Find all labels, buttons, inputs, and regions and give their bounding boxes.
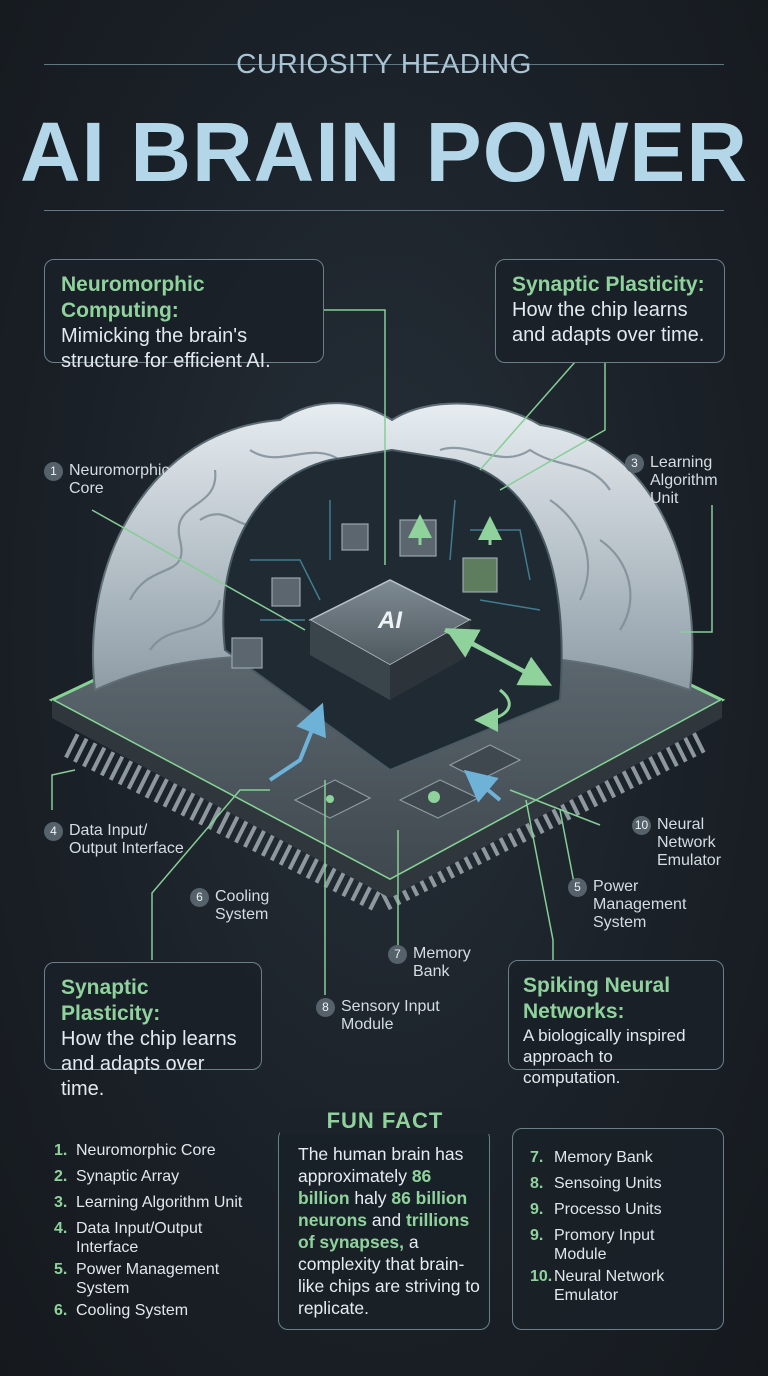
label-text: Cooling System: [215, 888, 270, 923]
list-item: 6.Cooling System: [54, 1302, 189, 1319]
page-title: AI BRAIN POWER: [20, 105, 748, 199]
title-rule: [44, 210, 724, 211]
list-item: 2.Synaptic Array: [54, 1168, 180, 1185]
label-text: Power Management System: [593, 878, 687, 931]
fun-fact-title: FUN FACT: [280, 1108, 490, 1134]
callout-text: A biologically inspired approach to comp…: [523, 1026, 686, 1087]
fun-fact-highlight: 86 billion: [298, 1166, 432, 1208]
list-item: 9.Processo Units: [530, 1201, 662, 1218]
label-text: Neural Network Emulator: [657, 816, 722, 869]
fun-fact-highlight: 86 billion neurons: [298, 1188, 468, 1230]
callout-neuromorphic-computing: Neuromorphic Computing: Mimicking the br…: [44, 259, 324, 372]
subheading: CURIOSITY HEADING: [236, 48, 532, 79]
fun-fact-highlight: trillions of synapses,: [298, 1210, 470, 1252]
callout-heading: Synaptic Plasticity:: [512, 273, 705, 296]
callout-spiking-neural-networks: Spiking Neural Networks: A biologically …: [508, 960, 724, 1087]
label-number: 5: [568, 878, 587, 897]
label-neural-network-emulator: 10 Neural Network Emulator: [632, 816, 727, 870]
label-learning-algorithm-unit: 3 Learning Algorithm Unit: [625, 454, 728, 508]
callout-synaptic-plasticity-top: Synaptic Plasticity: How the chip learns…: [495, 259, 725, 363]
list-item: 9.Promory Input Module: [530, 1227, 655, 1263]
callout-heading: Spiking Neural Networks:: [523, 974, 671, 1023]
list-item: 3.Learning Algorithm Unit: [54, 1194, 243, 1211]
component-list-right: 7.Memory Bank 8.Sensoing Units 9.Process…: [530, 1148, 716, 1312]
label-text: Sensory Input Module: [341, 998, 440, 1033]
callout-heading: Synaptic Plasticity:: [61, 976, 161, 1025]
label-number: 4: [44, 822, 63, 841]
list-item: 1.Neuromorphic Core: [54, 1142, 216, 1159]
list-item: 10.Neural Network Emulator: [530, 1268, 665, 1304]
component-list-left: 1.Neuromorphic Core 2.Synaptic Array 3.L…: [54, 1141, 264, 1327]
callout-text: How the chip learns and adapts over time…: [512, 299, 705, 346]
label-number: 6: [190, 888, 209, 907]
label-data-io-interface: 4 Data Input/ Output Interface: [44, 822, 199, 858]
list-item: 4.Data Input/Output Interface: [54, 1220, 203, 1256]
list-item: 7.Memory Bank: [530, 1149, 653, 1166]
label-text: Memory Bank: [413, 945, 471, 980]
label-text: Learning Algorithm Unit: [650, 454, 718, 507]
callout-text: How the chip learns and adapts over time…: [61, 1028, 237, 1100]
callout-text: Mimicking the brain's structure for effi…: [61, 325, 271, 372]
label-number: 8: [316, 998, 335, 1017]
fun-fact-text: The human brain has approximately 86 bil…: [298, 1144, 480, 1318]
callout-synaptic-plasticity-bottom: Synaptic Plasticity: How the chip learns…: [44, 962, 262, 1100]
label-neuromorphic-core: 1 Neuromorphic Core: [44, 462, 179, 498]
label-cooling-system: 6 Cooling System: [190, 888, 275, 924]
label-number: 10: [632, 816, 651, 835]
chip-label: AI: [377, 607, 403, 634]
label-sensory-input-module: 8 Sensory Input Module: [316, 998, 451, 1034]
label-memory-bank: 7 Memory Bank: [388, 945, 479, 981]
component-list-right-panel: [512, 1128, 724, 1330]
callout-heading: Neuromorphic Computing:: [61, 273, 205, 322]
list-item: 5.Power Management System: [54, 1261, 220, 1297]
fun-fact-panel: [278, 1128, 490, 1330]
label-power-management-system: 5 Power Management System: [568, 878, 693, 932]
label-text: Neuromorphic Core: [69, 462, 170, 497]
label-number: 7: [388, 945, 407, 964]
top-rule: [44, 64, 724, 65]
label-text: Data Input/ Output Interface: [69, 822, 184, 857]
label-number: 1: [44, 462, 63, 481]
list-item: 8.Sensoing Units: [530, 1175, 662, 1192]
label-number: 3: [625, 454, 644, 473]
